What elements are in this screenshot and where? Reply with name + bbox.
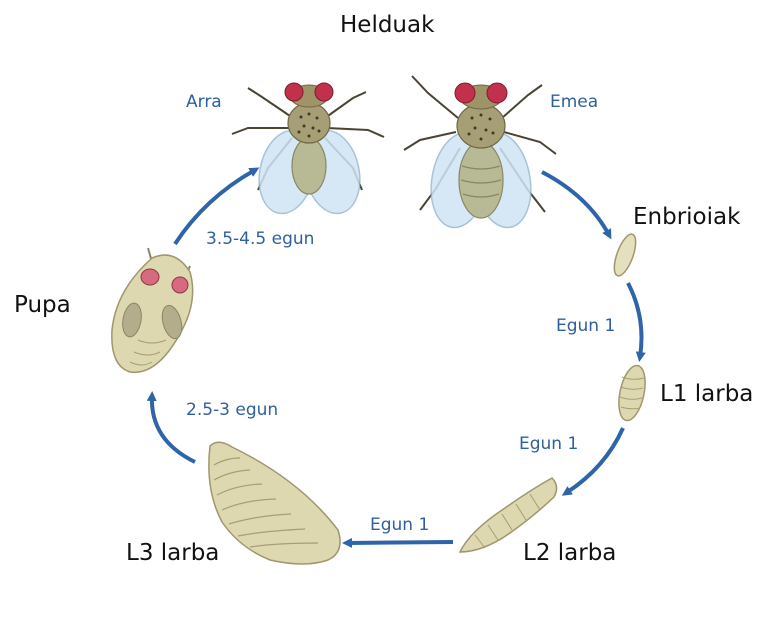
arrow-embryo-to-l1 (628, 283, 642, 357)
duration-embryo-to-l1: Egun 1 (556, 316, 615, 336)
pupa-label: Pupa (14, 292, 71, 318)
duration-l2-to-l3: Egun 1 (370, 515, 429, 535)
l2-label: L2 larba (523, 540, 616, 566)
female-label: Emea (550, 92, 598, 112)
duration-l1-to-l2: Egun 1 (519, 434, 578, 454)
female-fly-icon (404, 76, 556, 232)
male-fly-icon (232, 83, 384, 219)
arrow-adults-to-embryo (542, 172, 609, 235)
adults-title: Helduak (340, 12, 434, 38)
duration-l3-to-pupa: 2.5-3 egun (186, 400, 278, 420)
pupa-icon (112, 248, 193, 372)
male-label: Arra (186, 92, 222, 112)
l1-label: L1 larba (660, 381, 753, 407)
l3-label: L3 larba (126, 540, 219, 566)
embryo-icon (610, 232, 640, 279)
l3-larva-icon (209, 442, 340, 564)
l1-larva-icon (614, 363, 649, 423)
embryo-label: Enbrioiak (633, 204, 740, 230)
arrow-l2-to-l3 (347, 542, 453, 543)
duration-pupa-to-adult: 3.5-4.5 egun (206, 229, 314, 249)
